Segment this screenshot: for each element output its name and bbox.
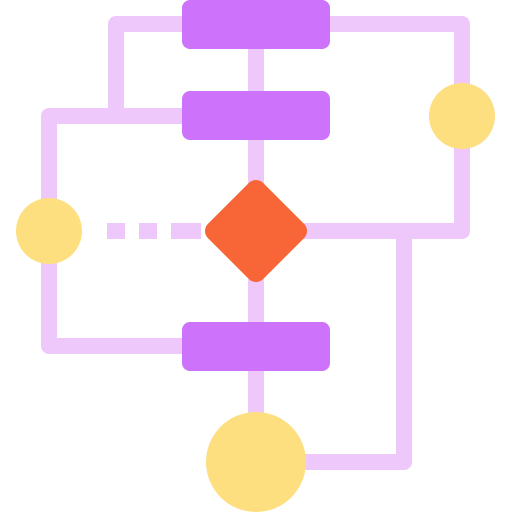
connector-dash-2 <box>139 223 157 239</box>
process-node-1 <box>182 0 330 49</box>
terminal-node-bottom <box>206 412 306 512</box>
process-nodes <box>182 0 330 371</box>
connector-dash-1 <box>107 223 125 239</box>
decision-node-group <box>204 179 308 283</box>
terminal-node-left <box>16 198 82 264</box>
terminal-nodes <box>16 83 495 512</box>
decision-node <box>204 179 308 283</box>
process-node-2 <box>182 91 330 140</box>
terminal-node-right <box>429 83 495 149</box>
connector-dash-3 <box>171 223 201 239</box>
connector-right-branch <box>282 223 412 470</box>
process-node-3 <box>182 322 330 371</box>
